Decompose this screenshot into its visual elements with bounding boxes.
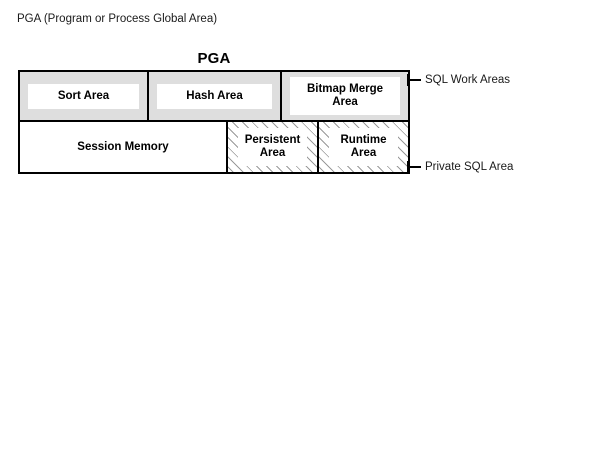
page-caption: PGA (Program or Process Global Area): [17, 13, 218, 25]
cell-runtime-area: Runtime Area: [317, 122, 408, 172]
row-sql-work-areas: Sort Area Hash Area Bitmap Merge Area: [20, 72, 408, 122]
cell-bitmap-merge-area: Bitmap Merge Area: [280, 72, 408, 120]
cell-hash-area-label: Hash Area: [157, 83, 272, 109]
cell-persistent-area: Persistent Area: [226, 122, 317, 172]
callout-private-sql-area: Private SQL Area: [407, 161, 513, 173]
cell-runtime-area-label: Runtime Area: [329, 128, 398, 166]
cell-session-memory: Session Memory: [20, 122, 226, 172]
callout-leader-line-icon: [409, 79, 421, 81]
cell-sort-area-label: Sort Area: [28, 83, 139, 109]
row-private-sql-area: Session Memory Persistent Area Runtime A…: [20, 122, 408, 172]
pga-frame: Sort Area Hash Area Bitmap Merge Area Se…: [18, 70, 410, 174]
diagram-title: PGA: [197, 50, 231, 67]
cell-session-memory-label: Session Memory: [77, 141, 169, 153]
callout-tick-icon: [407, 161, 409, 173]
callout-sql-work-areas: SQL Work Areas: [407, 74, 510, 86]
cell-persistent-area-label: Persistent Area: [238, 128, 307, 166]
cell-hash-area: Hash Area: [147, 72, 280, 120]
callout-sql-work-areas-label: SQL Work Areas: [425, 74, 511, 86]
callout-tick-icon: [407, 74, 409, 86]
callout-private-sql-area-label: Private SQL Area: [425, 161, 514, 173]
callout-leader-line-icon: [409, 166, 421, 168]
cell-bitmap-merge-area-label: Bitmap Merge Area: [290, 77, 400, 115]
cell-sort-area: Sort Area: [20, 72, 147, 120]
